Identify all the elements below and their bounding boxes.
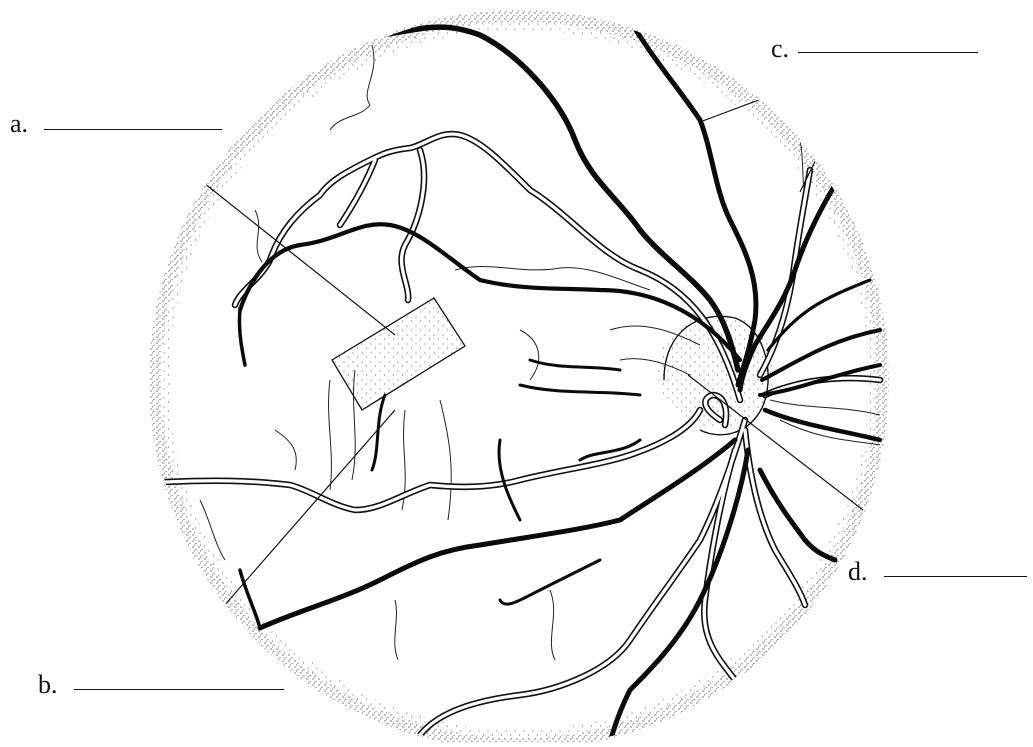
arteries xyxy=(161,130,884,739)
leader-line-c-2 xyxy=(799,61,865,193)
leader-line-b xyxy=(174,409,396,663)
answer-blank-d[interactable] xyxy=(884,576,1027,577)
label-a: a. xyxy=(10,109,29,138)
label-c: c. xyxy=(771,34,790,63)
eyeball-rim xyxy=(149,10,889,747)
answer-blank-b[interactable] xyxy=(74,689,284,690)
macula-region xyxy=(331,297,466,411)
leader-line-d xyxy=(687,374,886,528)
label-d: d. xyxy=(848,557,868,586)
veins xyxy=(237,17,883,745)
leader-lines xyxy=(159,61,886,663)
answer-blank-a[interactable] xyxy=(44,129,222,130)
optic-disc xyxy=(658,312,774,436)
answer-blank-c[interactable] xyxy=(798,52,978,53)
label-b: b. xyxy=(38,670,58,699)
